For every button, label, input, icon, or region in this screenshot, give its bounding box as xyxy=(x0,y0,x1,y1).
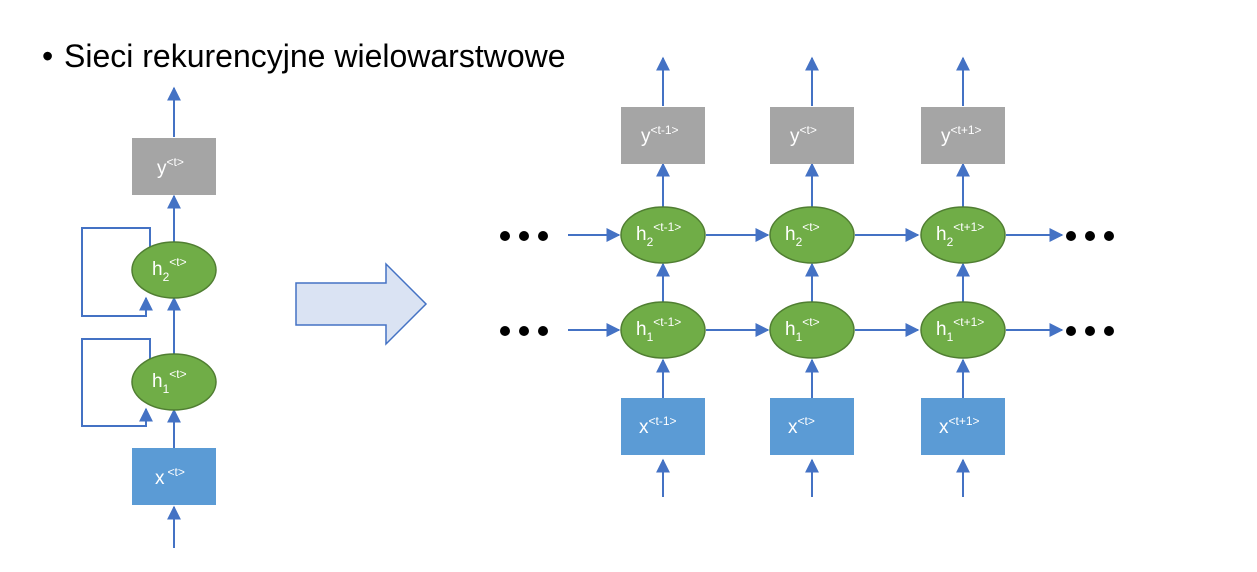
hidden-node-h2 xyxy=(131,241,217,299)
hidden-node-h2-label-0: h2<t-1> xyxy=(636,220,681,249)
ellipsis-dot xyxy=(500,326,510,336)
input-node-label-2: x<t+1> xyxy=(939,414,980,438)
hidden-node-h2-1 xyxy=(769,206,855,264)
title-text: Sieci rekurencyjne wielowarstwowe xyxy=(64,38,566,74)
bullet: • xyxy=(42,38,54,74)
unfold-arrow xyxy=(295,262,428,346)
hidden-node-h1-0 xyxy=(620,301,706,359)
input-node-0 xyxy=(621,398,705,455)
unrolled-network: y<t-1> h2<t-1> h1<t-1> x<t-1> y<t> h2<t> h1<t>… xyxy=(500,56,1114,497)
input-node-1 xyxy=(770,398,854,455)
hidden-node-h2-label-1: h2<t> xyxy=(785,220,820,249)
ellipsis-dot xyxy=(1085,326,1095,336)
output-node-label-0: y<t-1> xyxy=(641,123,679,147)
slide-title: • Sieci rekurencyjne wielowarstwowe xyxy=(42,38,566,75)
ellipsis-dot xyxy=(538,231,548,241)
output-node-2 xyxy=(921,107,1005,164)
hidden-node-h1-1 xyxy=(769,301,855,359)
hidden-node-h2-label: h2<t> xyxy=(152,255,187,284)
input-node-2 xyxy=(921,398,1005,455)
recurrent-loop-h2 xyxy=(81,227,153,317)
input-node-label-0: x<t-1> xyxy=(639,414,677,438)
hidden-node-h1-label-1: h1<t> xyxy=(785,315,820,344)
ellipsis-dot xyxy=(1104,326,1114,336)
ellipsis-right-h2 xyxy=(1066,231,1114,241)
output-node-0 xyxy=(621,107,705,164)
ellipsis-dot xyxy=(519,231,529,241)
input-node xyxy=(132,448,216,505)
output-node-label-2: y<t+1> xyxy=(941,123,982,147)
output-node-label: y<t> xyxy=(157,155,184,179)
ellipsis-left-h2 xyxy=(500,231,548,241)
hidden-node-h1-label-0: h1<t-1> xyxy=(636,315,681,344)
ellipsis-left-h1 xyxy=(500,326,548,336)
input-node-label-1: x<t> xyxy=(788,414,815,438)
hidden-node-h2-2 xyxy=(920,206,1006,264)
hidden-node-h1-label: h1<t> xyxy=(152,367,187,396)
hidden-node-h1-label-2: h1<t+1> xyxy=(936,315,984,344)
hidden-node-h1 xyxy=(131,353,217,411)
hidden-node-h2-0 xyxy=(620,206,706,264)
hidden-node-h1-2 xyxy=(920,301,1006,359)
recurrent-loop-h1 xyxy=(81,338,153,427)
ellipsis-right-h1 xyxy=(1066,326,1114,336)
output-node-1 xyxy=(770,107,854,164)
hidden-node-h2-label-2: h2<t+1> xyxy=(936,220,984,249)
folded-network: y<t> h2<t> h1<t> x<t> xyxy=(81,86,217,548)
ellipsis-dot xyxy=(1104,231,1114,241)
input-node-label: x<t> xyxy=(155,465,185,489)
ellipsis-dot xyxy=(519,326,529,336)
ellipsis-dot xyxy=(1066,326,1076,336)
ellipsis-dot xyxy=(1085,231,1095,241)
output-node-label-1: y<t> xyxy=(790,123,817,147)
ellipsis-dot xyxy=(538,326,548,336)
ellipsis-dot xyxy=(500,231,510,241)
output-node xyxy=(132,138,216,195)
ellipsis-dot xyxy=(1066,231,1076,241)
